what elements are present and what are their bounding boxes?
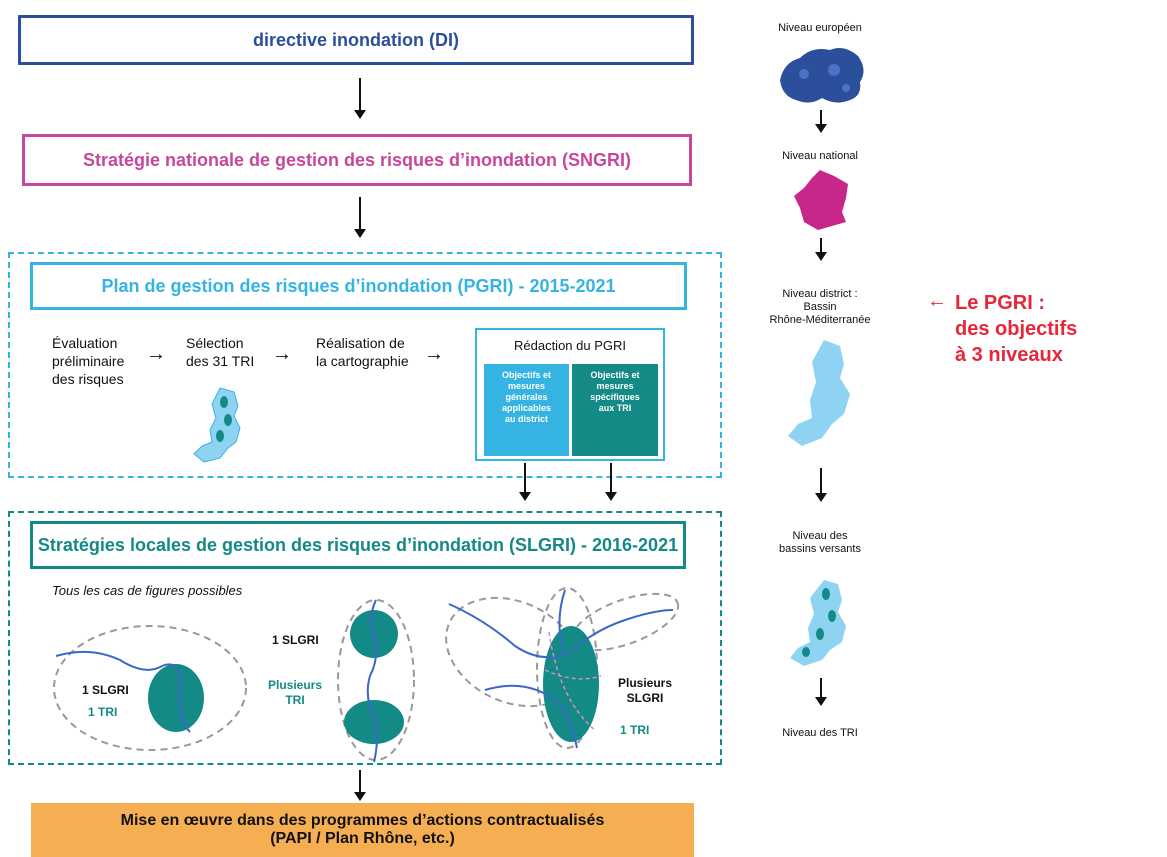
pgri-note-line: Le PGRI : <box>955 292 1046 314</box>
level-district-line: Bassin <box>803 301 837 313</box>
level-arrow-4 <box>820 678 822 698</box>
case3-slgri-label: Plusieurs SLGRI <box>618 676 672 706</box>
down-arrow-2-head <box>354 229 366 238</box>
europe-map-icon <box>780 48 864 103</box>
obj-line: Objectifs et <box>501 370 551 380</box>
level-district-line: Niveau district : <box>782 288 858 300</box>
slgri-box: Stratégies locales de gestion des risque… <box>30 521 686 569</box>
step-cartographie-line: Réalisation de <box>316 335 405 351</box>
obj-line: aux TRI <box>598 403 632 413</box>
level-bassins-line: Niveau des <box>792 530 848 542</box>
right-arrow-icon: → <box>146 343 166 365</box>
di-box: directive inondation (DI) <box>18 15 694 65</box>
level-arrow-1-head <box>815 124 827 133</box>
pgri-note-line: à 3 niveaux <box>955 344 1063 366</box>
level-arrow-2 <box>820 238 822 254</box>
level-national-label: Niveau national <box>782 150 858 162</box>
case3-tri-label: 1 TRI <box>620 723 650 737</box>
level-arrow-3-head <box>815 493 827 502</box>
right-arrow-icon: → <box>424 343 444 365</box>
step-evaluation-line: préliminaire <box>52 353 125 369</box>
bassins-versants-map-icon <box>790 580 846 666</box>
pgri-box: Plan de gestion des risques d’inondation… <box>30 262 687 310</box>
left-arrow-icon: ← <box>927 290 947 312</box>
case2-tri-label: Plusieurs TRI <box>268 678 322 708</box>
slgri-dashed-frame <box>8 511 722 765</box>
case3-slgri-line: SLGRI <box>626 691 664 705</box>
down-arrow-3-head <box>354 792 366 801</box>
basin-map-icon <box>788 340 850 446</box>
mise-en-oeuvre-box: Mise en œuvre dans des programmes d’acti… <box>31 803 694 857</box>
step-selection: Sélection des 31 TRI <box>186 334 254 370</box>
down-arrow-general-head <box>519 492 531 501</box>
pgri-dashed-frame <box>8 252 722 478</box>
level-arrow-2-head <box>815 252 827 261</box>
cases-note: Tous les cas de figures possibles <box>52 583 243 598</box>
sngri-box: Stratégie nationale de gestion des risqu… <box>22 134 692 186</box>
step-evaluation-line: Évaluation <box>52 335 118 351</box>
step-cartographie: Réalisation de la cartographie <box>316 334 409 370</box>
case3-diagram <box>445 587 680 749</box>
down-arrow-1 <box>359 78 361 112</box>
redaction-pgri-box: Rédaction du PGRI Objectifs et mesures g… <box>475 328 665 461</box>
level-tri-label: Niveau des TRI <box>782 727 858 739</box>
obj-line: applicables <box>501 403 552 413</box>
level-bassins-line: bassins versants <box>779 543 861 555</box>
pgri-note: Le PGRI : des objectifs à 3 niveaux <box>955 290 1077 368</box>
step-evaluation: Évaluation préliminaire des risques <box>52 334 124 388</box>
step-cartographie-line: la cartographie <box>316 353 409 369</box>
obj-line: Objectifs et <box>590 370 640 380</box>
pgri-note-line: des objectifs <box>955 318 1078 340</box>
mise-line: Mise en œuvre dans des programmes d’acti… <box>120 812 605 829</box>
step-evaluation-line: des risques <box>52 371 124 387</box>
obj-line: mesures <box>507 381 546 391</box>
case1-slgri-label: 1 SLGRI <box>82 683 129 697</box>
obj-line: mesures <box>596 381 634 391</box>
down-arrow-3 <box>359 770 361 794</box>
level-arrow-1 <box>820 110 822 126</box>
case2-slgri-label: 1 SLGRI <box>272 633 319 647</box>
step-selection-line: des 31 TRI <box>186 353 255 369</box>
case1-tri-label: 1 TRI <box>88 705 118 719</box>
down-arrow-specific-head <box>605 492 617 501</box>
level-arrow-3 <box>820 468 822 494</box>
level-bassins-label: Niveau des bassins versants <box>755 530 885 556</box>
objectifs-specifiques: Objectifs et mesures spécifiques aux TRI <box>572 364 658 456</box>
level-district-line: Rhône-Méditerranée <box>769 314 871 326</box>
case1-diagram <box>53 625 247 751</box>
down-arrow-general <box>524 463 526 493</box>
redaction-title: Rédaction du PGRI <box>513 338 626 353</box>
obj-line: spécifiques <box>590 392 640 402</box>
step-selection-line: Sélection <box>186 335 244 351</box>
down-arrow-specific <box>610 463 612 493</box>
district-tri-map-icon <box>193 387 241 463</box>
level-district-label: Niveau district : Bassin Rhône-Méditerra… <box>755 288 885 327</box>
case2-tri-line: Plusieurs <box>268 678 323 692</box>
level-arrow-4-head <box>815 697 827 706</box>
obj-line: au district <box>504 414 548 424</box>
obj-line: générales <box>505 392 548 402</box>
france-map-icon <box>794 170 848 230</box>
down-arrow-2 <box>359 197 361 231</box>
case2-tri-line: TRI <box>285 693 305 707</box>
objectifs-generaux: Objectifs et mesures générales applicabl… <box>484 364 569 456</box>
case3-slgri-line: Plusieurs <box>618 676 673 690</box>
mise-line: (PAPI / Plan Rhône, etc.) <box>270 830 455 847</box>
right-arrow-icon: → <box>272 343 292 365</box>
level-europe-label: Niveau européen <box>778 22 862 34</box>
case2-diagram <box>337 599 415 763</box>
down-arrow-1-head <box>354 110 366 119</box>
